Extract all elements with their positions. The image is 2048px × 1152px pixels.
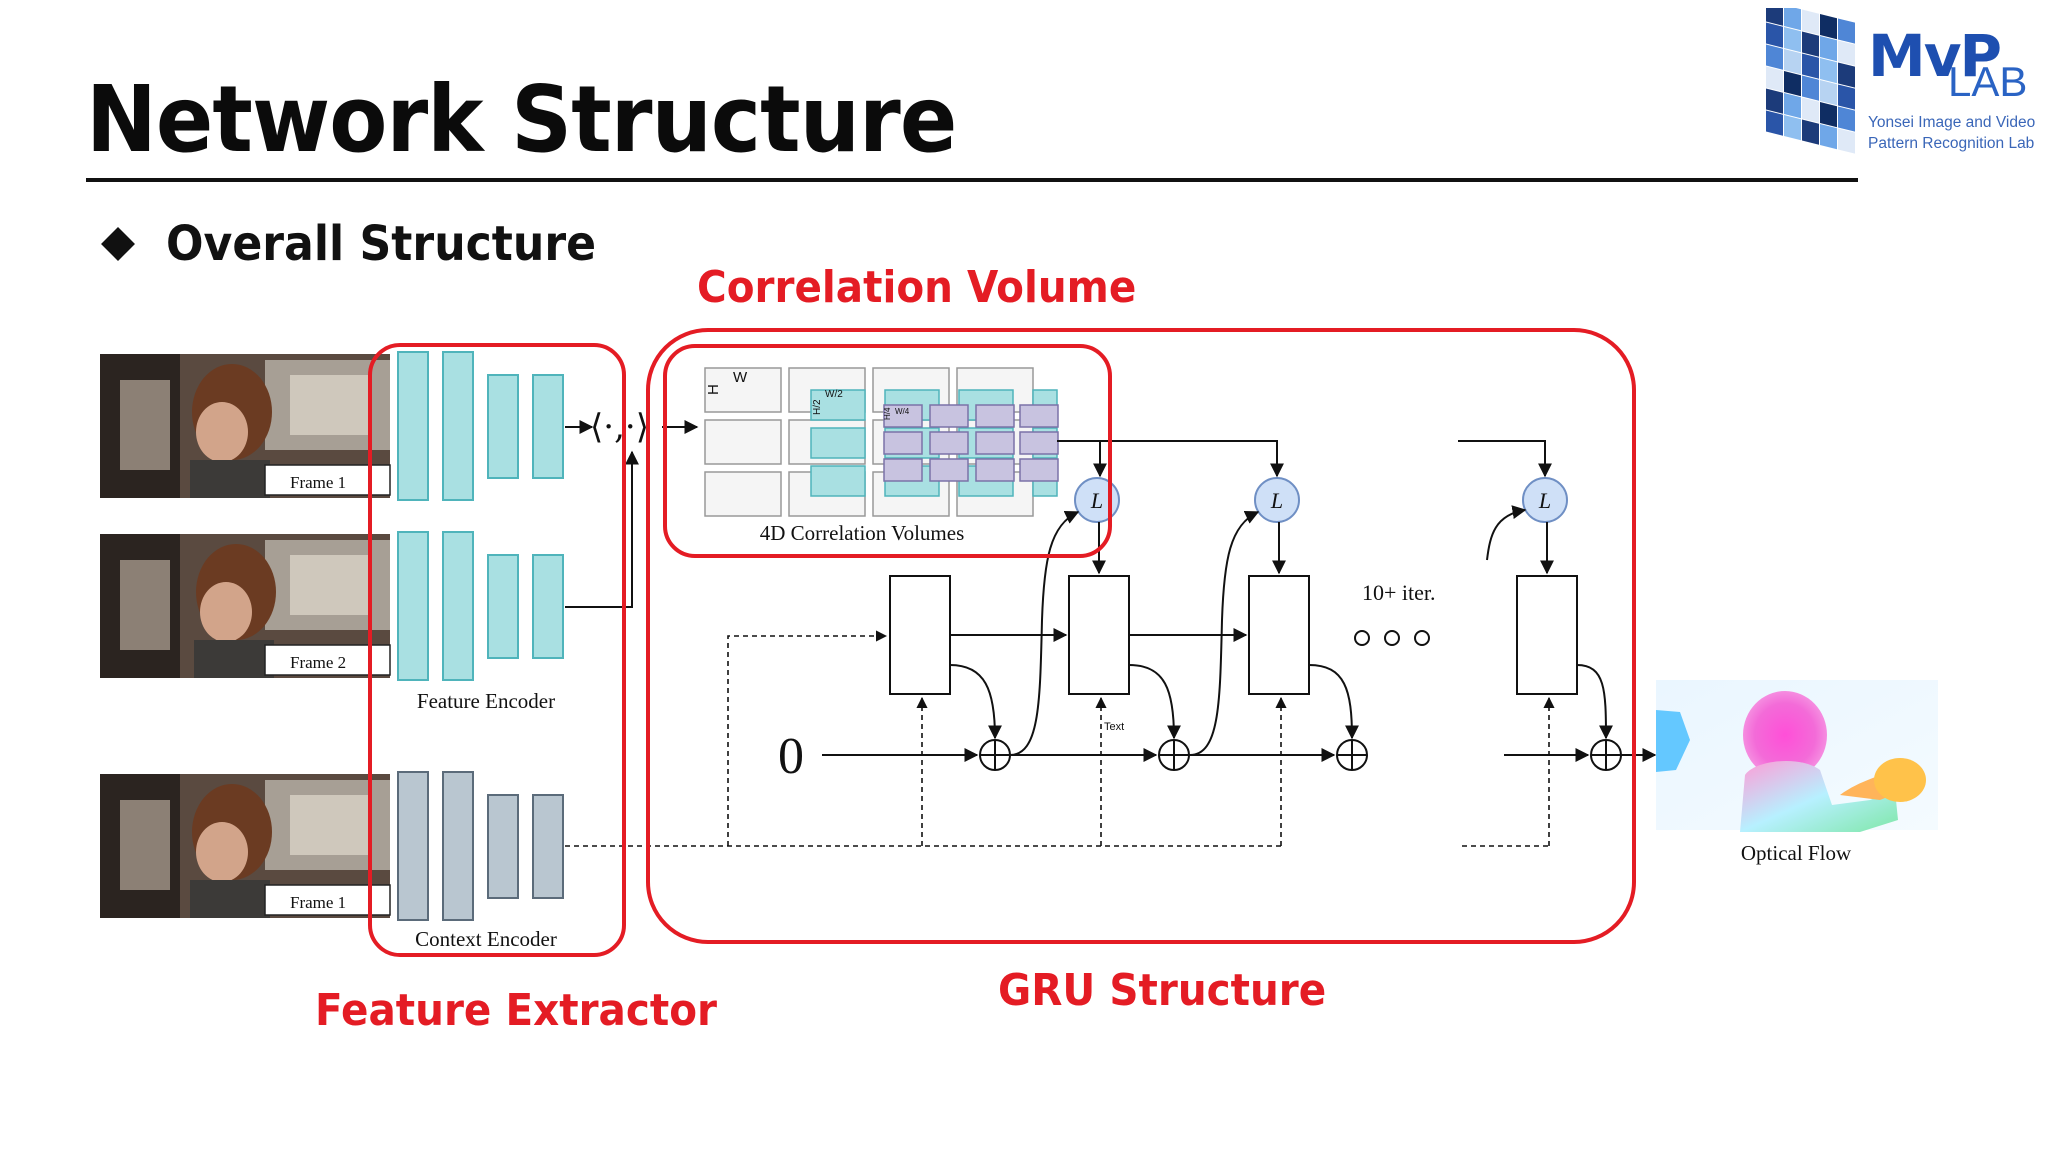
- logo-tile: [1820, 35, 1837, 62]
- logo-tile: [1766, 8, 1783, 26]
- logo-mvp-text: MvP: [1868, 22, 2002, 90]
- ellipsis-dots-icon: [1354, 630, 1430, 646]
- logo-tile: [1838, 18, 1855, 44]
- logo-tile: [1784, 8, 1801, 31]
- frame-image-2: [100, 534, 391, 678]
- mosaic-logo-icon: [1766, 8, 1855, 154]
- logo-subtitle: Yonsei Image and Video Pattern Recogniti…: [1868, 112, 2048, 154]
- text-tag: Text: [1104, 721, 1124, 733]
- correlation-volume-pyramid: [704, 367, 1059, 517]
- context-encoder-label: Context Encoder: [415, 927, 557, 951]
- logo-tile: [1820, 79, 1837, 106]
- gru-structure-outline: [646, 328, 1636, 944]
- logo-tile: [1766, 44, 1783, 70]
- optical-flow-label: Optical Flow: [1741, 841, 1852, 865]
- bullet-heading: Overall Structure: [101, 216, 633, 272]
- mvp-lab-logo: [1766, 8, 1855, 154]
- lookup-label-1: L: [1090, 488, 1103, 513]
- feature-encoder-top: [397, 351, 564, 501]
- logo-tile: [1802, 53, 1819, 79]
- logo-subtitle-line2: Pattern Recognition Lab: [1868, 135, 2035, 152]
- logo-tile: [1838, 84, 1855, 110]
- correlation-volume-label: Correlation Volume: [697, 262, 1137, 313]
- frame-image-3: [100, 774, 391, 918]
- logo-tile: [1820, 57, 1837, 84]
- logo-tile: [1802, 119, 1819, 145]
- sum-node-plus-icons: [980, 740, 1621, 770]
- logo-tile: [1838, 40, 1855, 66]
- dim-w-label: W: [733, 369, 748, 386]
- feature-extractor-label: Feature Extractor: [315, 985, 717, 1036]
- dim-h4-label: H/4: [883, 407, 892, 420]
- logo-tile: [1838, 62, 1855, 88]
- gru-cell-3: [1248, 575, 1310, 695]
- optical-flow-image: [1656, 680, 1938, 832]
- logo-tile: [1784, 48, 1801, 75]
- gru-cell-1: [889, 575, 951, 695]
- context-encoder: [397, 771, 564, 921]
- context-dashed-lines: [565, 630, 1555, 847]
- gru-cell-2: [1068, 575, 1130, 695]
- logo-tile: [1766, 22, 1783, 48]
- gru-cells: [889, 575, 1578, 695]
- logo-tile: [1766, 66, 1783, 92]
- logo-tile: [1820, 123, 1837, 150]
- logo-tile: [1802, 31, 1819, 57]
- corr-volumes-label: 4D Correlation Volumes: [760, 521, 965, 545]
- logo-tile: [1766, 88, 1783, 114]
- lookup-operator-1: L: [1074, 477, 1120, 523]
- logo-tile: [1838, 128, 1855, 154]
- page-title: Network Structure: [86, 66, 957, 173]
- frame-label-1: Frame 1: [290, 473, 346, 492]
- logo-lab-text: LAB: [1948, 58, 2028, 105]
- logo-tile: [1784, 70, 1801, 97]
- logo-tile: [1802, 97, 1819, 123]
- arrow-enc2-to-dot: [565, 450, 639, 608]
- logo-tile: [1784, 26, 1801, 53]
- frame-label-2: Frame 2: [290, 653, 346, 672]
- logo-tile: [1820, 13, 1837, 40]
- lookup-to-gru-arrows: [1092, 522, 1554, 575]
- dot-product-operator: ⟨·,·⟩: [590, 407, 649, 447]
- gru-cell-4: [1516, 575, 1578, 695]
- iteration-label: 10+ iter.: [1362, 580, 1436, 605]
- initial-flow-zero: 0: [778, 728, 804, 785]
- frame-label-3: Frame 1: [290, 893, 346, 912]
- bullet-text: Overall Structure: [166, 216, 597, 272]
- corr-to-lookup-arrows: [1057, 440, 1552, 478]
- feature-encoder-bottom: [397, 531, 564, 681]
- lookup-label-2: L: [1270, 488, 1283, 513]
- logo-tile: [1784, 114, 1801, 141]
- logo-tile: [1784, 92, 1801, 119]
- lookup-label-3: L: [1538, 488, 1551, 513]
- dim-w2-label: W/2: [825, 389, 843, 400]
- logo-tile: [1802, 75, 1819, 101]
- logo-subtitle-line1: Yonsei Image and Video: [1868, 114, 2036, 131]
- highlight-outlines: [368, 328, 1636, 957]
- logo-tile: [1802, 9, 1819, 35]
- correlation-volume-outline: [663, 344, 1112, 558]
- dim-w4-label: W/4: [895, 407, 910, 416]
- logo-tile: [1820, 101, 1837, 128]
- feature-extractor-outline: [368, 343, 626, 957]
- lookup-operator-2: L: [1254, 477, 1300, 523]
- dim-h-label: H: [705, 384, 722, 395]
- logo-tile: [1766, 110, 1783, 136]
- flow-update-curves: [949, 505, 1613, 756]
- gru-structure-label: GRU Structure: [998, 965, 1327, 1016]
- logo-tile: [1838, 106, 1855, 132]
- title-divider: [86, 178, 1858, 182]
- frame-image-1: [100, 354, 391, 498]
- lookup-operator-3: L: [1522, 477, 1568, 523]
- dim-h2-label: H/2: [812, 399, 823, 415]
- feature-encoder-label: Feature Encoder: [417, 689, 555, 713]
